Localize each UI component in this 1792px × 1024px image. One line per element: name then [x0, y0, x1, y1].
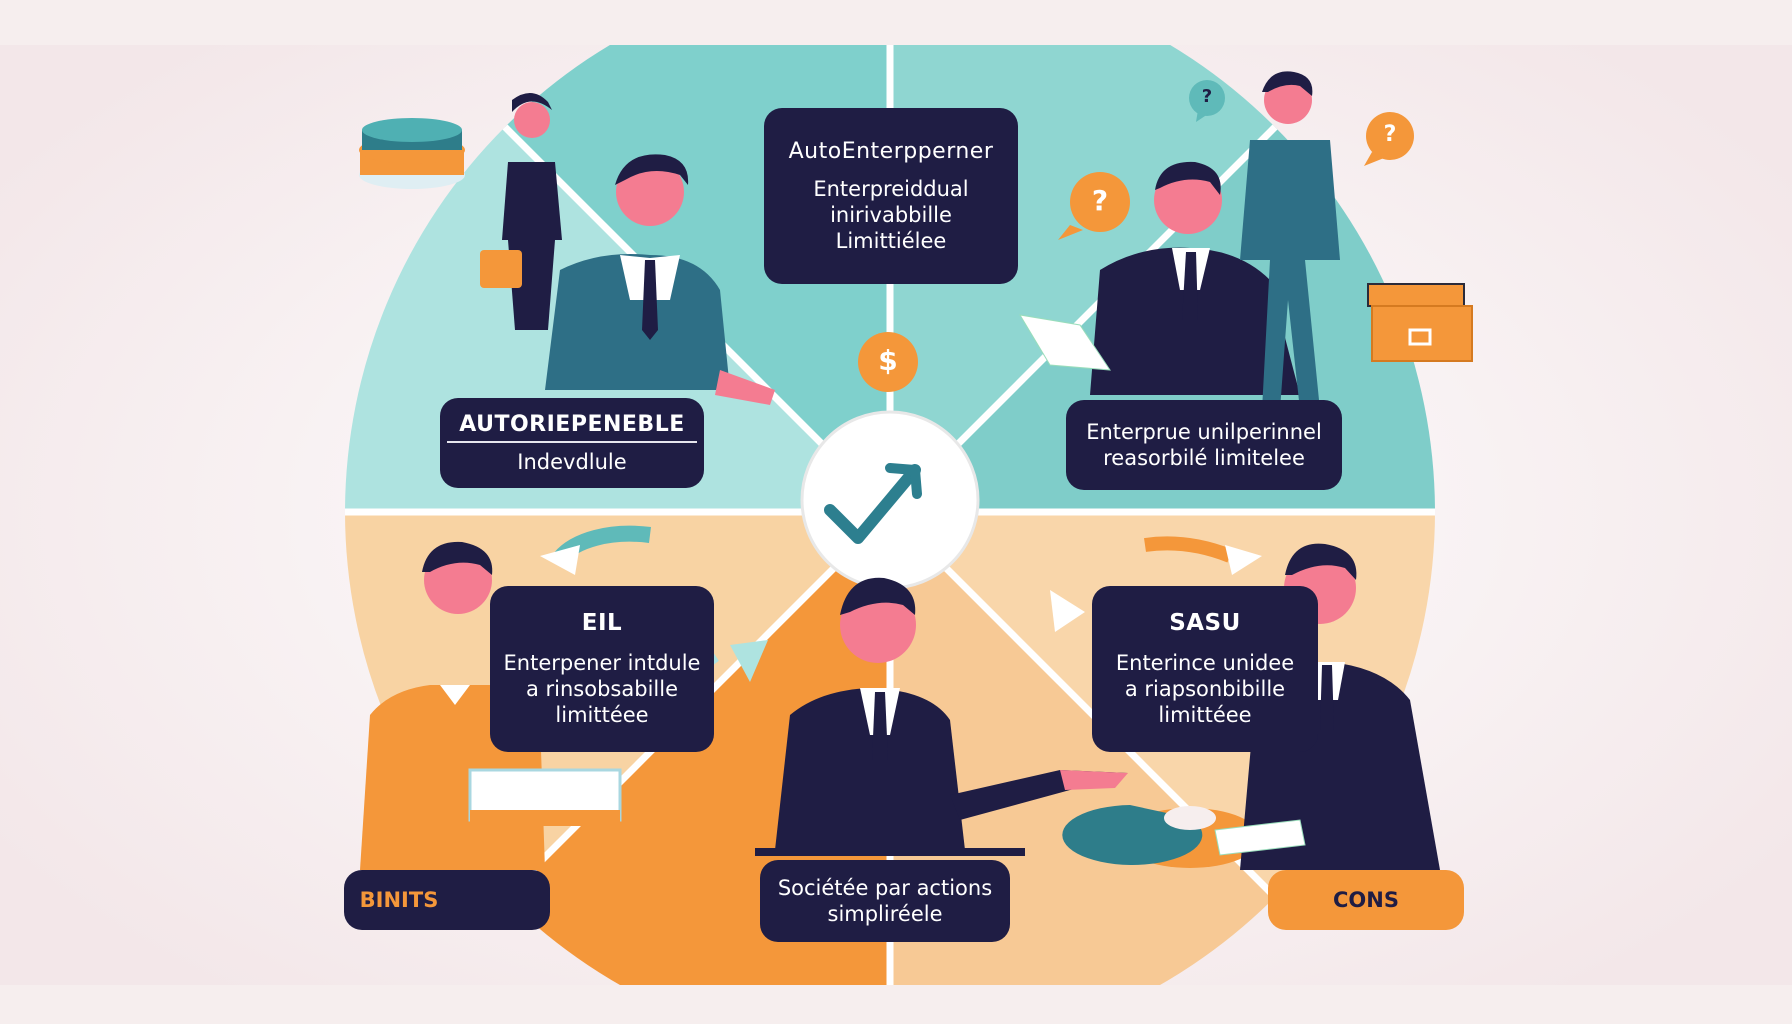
right-box-line-1: Enterprue unilperinnel [1086, 420, 1322, 444]
top-box-title: AutoEnterpperner [788, 138, 994, 164]
cons-pill-label: CONS [1333, 888, 1399, 912]
label-top-auto-entrepreneur: AutoEnterpperner Enterpreiddual inirivab… [764, 108, 1018, 284]
cons-pill: CONS [1268, 870, 1464, 930]
bottom-box-line-2: simpliréele [827, 902, 943, 926]
bottom-box-line-1: Sociétée par actions [777, 876, 993, 900]
dollar-glyph: $ [878, 344, 898, 377]
person-man-navy [1019, 161, 1300, 395]
briefcase-icon [1367, 283, 1473, 362]
question-glyph-3: ? [1201, 86, 1213, 107]
left-box-divider [447, 440, 697, 443]
label-sasu: SASU Enterince unidee a riapsonbibille l… [1092, 586, 1318, 752]
left-box-line: Indevdlule [517, 449, 627, 474]
label-eil: EIL Enterpener intdule a rinsobsabille l… [490, 586, 714, 752]
question-bubble-icon [1058, 80, 1414, 240]
label-left-individual: AUTORIEPENEBLE Indevdlule [440, 398, 704, 488]
sasu-box-line-1: Enterince unidee [1115, 651, 1295, 675]
eil-box-line-2: a rinsobsabille [525, 677, 678, 701]
center-hub [800, 410, 980, 590]
curved-arrow-icons [540, 525, 1262, 691]
eil-box-line-3: limittéee [555, 703, 649, 727]
label-sas: Sociétée par actions simpliréele [760, 860, 1010, 942]
check-arrow-icon [824, 464, 921, 544]
person-woman [480, 92, 562, 330]
coin-stack-icon [359, 118, 465, 189]
top-box-line-3: Limittiélee [835, 228, 947, 253]
eil-box-line-1: Enterpener intdule [503, 651, 701, 675]
person-man-standing [1240, 71, 1340, 410]
top-box-line-1: Enterpreiddual [813, 176, 969, 201]
benefits-pill: BINITS [344, 870, 550, 930]
sasu-box-line-2: a riapsonbibille [1124, 677, 1286, 701]
left-box-title: AUTORIEPENEBLE [459, 411, 685, 437]
sasu-box-line-3: limittéee [1158, 703, 1252, 727]
question-glyph-1: ? [1091, 184, 1109, 217]
label-right-eurl: Enterprue unilperinnel reasorbilé limite… [1066, 400, 1342, 490]
right-box-line-2: reasorbilé limitelee [1103, 446, 1305, 470]
person-man-center [755, 577, 1128, 856]
top-box-line-2: inirivabbille [830, 202, 952, 227]
question-glyph-2: ? [1383, 122, 1397, 147]
person-man-teal [545, 154, 775, 405]
dollar-icon [858, 332, 918, 392]
eil-box-title: EIL [581, 610, 623, 636]
sasu-box-title: SASU [1169, 610, 1241, 636]
benefits-pill-label: BINITS [359, 888, 439, 912]
